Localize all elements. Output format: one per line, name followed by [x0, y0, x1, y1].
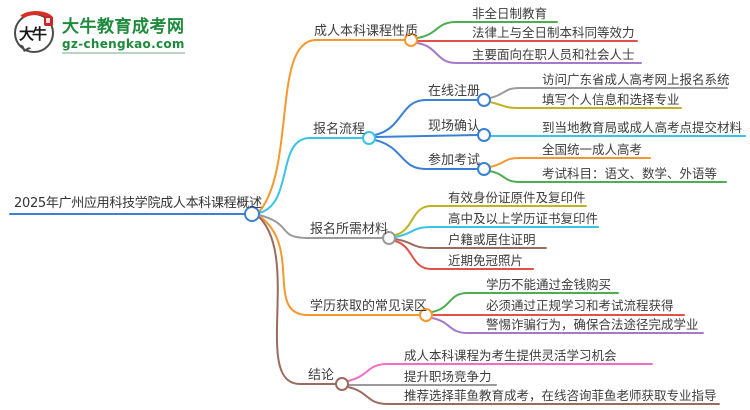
logo-bubble-text: 大牛 [19, 25, 47, 43]
edge-branch-4-child-3 [431, 317, 704, 334]
logo-text-block: 大牛教育成考网 gz-chengkao.com [62, 12, 185, 54]
exam-child-1-label[interactable]: 全国统一成人高考 [542, 142, 643, 157]
logo-red-arc [16, 11, 56, 35]
branch-4-label[interactable]: 学历获取的常见误区 [310, 299, 428, 314]
branch-3-circle[interactable] [382, 231, 396, 245]
branch-1-child-3-label[interactable]: 主要面向在职人员和社会人士 [472, 47, 635, 62]
branch-3-child-3-label[interactable]: 户籍或居住证明 [448, 232, 536, 247]
edge-branch-5 [258, 216, 337, 385]
edge-branch-4 [258, 215, 420, 316]
logo-brand-name: 大牛教育成考网 [62, 17, 185, 37]
branch-5-circle[interactable] [335, 377, 349, 391]
onsite-confirm-label[interactable]: 现场确认 [428, 119, 481, 134]
root-node-circle[interactable] [244, 206, 260, 222]
edge-branch-1 [258, 39, 405, 213]
edge-online-reg-child-2 [489, 101, 682, 109]
branch-2-circle[interactable] [362, 131, 376, 145]
edge-branch-1-child-1 [416, 21, 558, 39]
edge-branch-5-child-3 [347, 386, 720, 405]
branch-3-label[interactable]: 报名所需材料 [310, 222, 389, 237]
branch-1-circle[interactable] [404, 33, 418, 47]
online-reg-circle[interactable] [477, 93, 491, 107]
branch-5-label[interactable]: 结论 [308, 368, 335, 383]
branch-2-label[interactable]: 报名流程 [313, 122, 366, 137]
take-exam-circle[interactable] [477, 162, 491, 176]
branch-5-child-2-label[interactable]: 提升职场竞争力 [404, 369, 492, 384]
edge-branch-2-sub-3 [374, 139, 479, 170]
edge-branch-3 [258, 214, 384, 239]
branch-4-child-2-label[interactable]: 必须通过正规学习和考试流程获得 [486, 298, 674, 313]
branch-1-child-2-label[interactable]: 法律上与全日制本科同等效力 [472, 25, 635, 40]
logo-bubble-icon: 大牛 [14, 11, 56, 60]
edge-branch-5-child-1 [347, 363, 653, 382]
edge-branch-3-child-4 [394, 240, 534, 270]
branch-4-circle[interactable] [419, 308, 433, 322]
site-logo[interactable]: 大牛 大牛教育成考网 gz-chengkao.com [14, 11, 185, 60]
online-reg-child-2-label[interactable]: 填写个人信息和选择专业 [542, 92, 680, 107]
edge-branch-3-child-2 [394, 226, 599, 238]
onsite-child-1-label[interactable]: 到当地教育局或成人高考点提交材料 [542, 120, 743, 135]
branch-4-child-3-label[interactable]: 警惕诈骗行为，确保合法途径完成学业 [486, 317, 699, 332]
root-node-label[interactable]: 2025年广州应用科技学院成人本科课程概述 [14, 196, 262, 211]
branch-5-child-3-label[interactable]: 推荐选择菲鱼教育成考，在线咨询菲鱼老师获取专业指导 [404, 388, 717, 403]
edge-online-reg-child-1 [489, 87, 728, 99]
edge-exam-child-1 [489, 157, 651, 168]
branch-3-child-2-label[interactable]: 高中及以上学历证书复印件 [448, 211, 599, 226]
edge-branch-2-sub-1 [374, 99, 479, 136]
take-exam-label[interactable]: 参加考试 [428, 153, 481, 168]
branch-3-child-4-label[interactable]: 近期免冠照片 [448, 253, 524, 268]
edge-branch-3-child-1 [394, 205, 587, 236]
branch-1-child-1-label[interactable]: 非全日制教育 [472, 6, 548, 21]
edge-branch-3-child-3 [394, 238, 547, 249]
branch-4-child-1-label[interactable]: 学历不能通过金钱购买 [486, 277, 612, 292]
branch-3-child-1-label[interactable]: 有效身份证原件及复印件 [448, 190, 586, 205]
exam-child-2-label[interactable]: 考试科目：语文、数学、外语等 [542, 166, 718, 181]
online-reg-child-1-label[interactable]: 访问广东省成人高考网上报名系统 [542, 72, 730, 87]
edge-branch-2 [258, 137, 364, 214]
branch-1-label[interactable]: 成人本科课程性质 [314, 24, 419, 39]
logo-seal-icon [44, 16, 53, 26]
logo-domain: gz-chengkao.com [62, 37, 185, 54]
branch-5-child-1-label[interactable]: 成人本科课程为考生提供灵活学习机会 [404, 348, 617, 363]
edge-branch-2-sub-2 [374, 134, 479, 138]
online-reg-label[interactable]: 在线注册 [428, 84, 481, 99]
edge-branch-1-child-3 [416, 42, 642, 64]
edge-branch-4-child-1 [431, 292, 619, 313]
edge-exam-child-2 [489, 170, 727, 183]
onsite-confirm-circle[interactable] [477, 128, 491, 142]
